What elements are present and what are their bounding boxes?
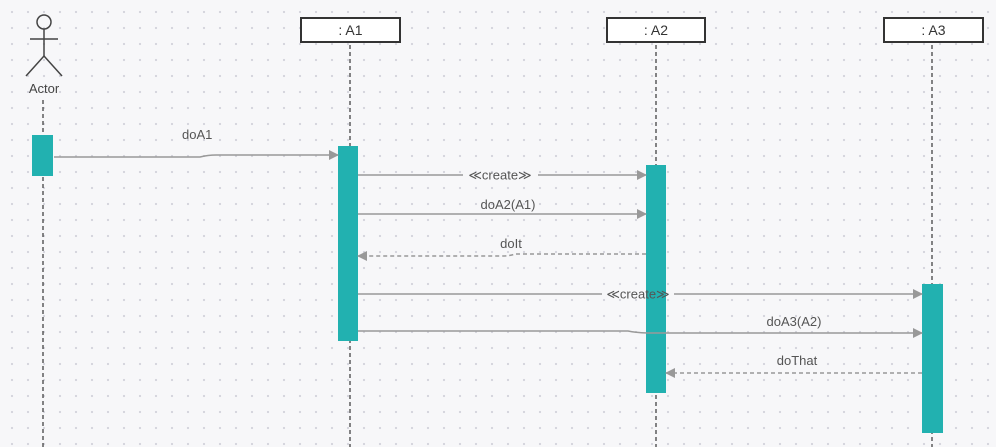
object-box-a1[interactable]: : A1 [300, 17, 401, 43]
object-box-a3[interactable]: : A3 [883, 17, 984, 43]
activation-bar-a3[interactable] [922, 284, 943, 433]
message-label: doA1 [182, 127, 212, 142]
message-label: ≪create≫ [606, 287, 669, 302]
message-label: doA3(A2) [767, 314, 822, 329]
message-label: doThat [777, 353, 818, 368]
actor-stick-figure-icon[interactable] [25, 14, 63, 77]
activation-bar-actor[interactable] [32, 135, 53, 176]
activation-bar-a2[interactable] [646, 165, 666, 393]
object-box-a2[interactable]: : A2 [606, 17, 706, 43]
message-label: doA2(A1) [481, 197, 536, 212]
activation-bar-a1[interactable] [338, 146, 358, 341]
message-create-a2[interactable]: ≪create≫ [358, 168, 647, 183]
message-doa3[interactable]: doA3(A2) [358, 314, 923, 338]
message-doa2[interactable]: doA2(A1) [358, 197, 647, 219]
message-label: ≪create≫ [468, 168, 531, 183]
message-doit-return[interactable]: doIt [357, 236, 646, 261]
message-create-a3[interactable]: ≪create≫ [358, 287, 923, 302]
actor-label: Actor [28, 81, 60, 96]
message-label: doIt [500, 236, 522, 251]
message-dothat-return[interactable]: doThat [665, 353, 922, 378]
message-doa1[interactable]: doA1 [54, 127, 339, 160]
